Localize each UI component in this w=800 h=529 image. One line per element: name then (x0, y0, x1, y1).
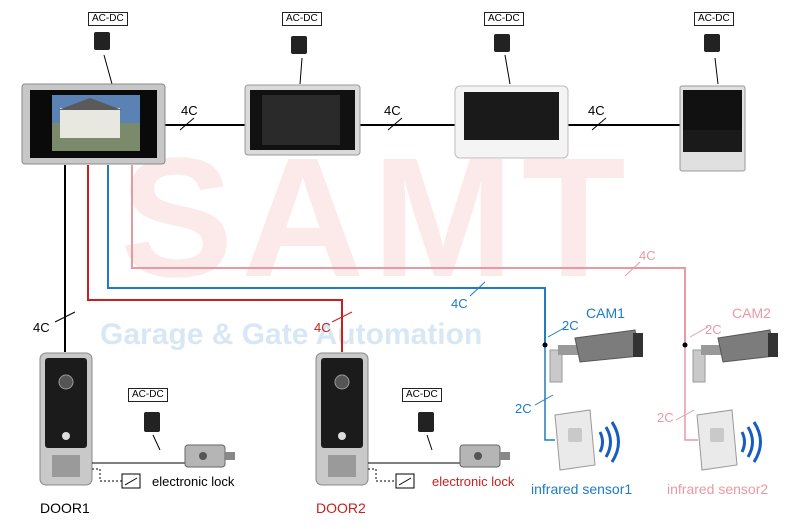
acdc-label: AC-DC (128, 388, 168, 402)
sensor2-wire (684, 345, 698, 441)
acdc-label: AC-DC (402, 388, 442, 402)
door1-label: DOOR1 (40, 500, 90, 516)
power-adapter-icon (291, 36, 307, 85)
wireless-signal-icon (598, 421, 620, 463)
sensor1-wire (544, 345, 555, 441)
monitor-2 (244, 84, 361, 156)
lock1-icon (184, 444, 235, 468)
cam1-icon (549, 329, 643, 383)
door2-wire (87, 165, 343, 352)
power-adapter-icon (144, 412, 161, 451)
acdc-label: AC-DC (88, 12, 128, 26)
door2-station (315, 352, 369, 486)
wire-label: 2C (515, 401, 532, 416)
sensor2-label: infrared sensor2 (667, 481, 769, 497)
lock2-icon (459, 444, 510, 468)
cam2-wire (131, 165, 686, 345)
monitor-3 (454, 85, 569, 159)
wire-label: 2C (705, 322, 722, 337)
wire-label: 4C (384, 103, 401, 118)
cam2-icon (692, 329, 778, 383)
cam1-wire (107, 165, 546, 345)
lock1-label: electronic lock (152, 474, 235, 489)
master-monitor (21, 83, 166, 165)
wire-label: 4C (181, 103, 198, 118)
cam1-label: CAM1 (586, 305, 625, 321)
sensor1-label: infrared sensor1 (531, 481, 633, 497)
power-adapter-icon (704, 34, 720, 85)
lock2-label: electronic lock (432, 474, 515, 489)
wire-label: 2C (657, 410, 674, 425)
sensor1-icon (554, 409, 596, 471)
wireless-signal-icon (740, 421, 762, 463)
monitor-4 (679, 85, 746, 172)
acdc-label: AC-DC (282, 12, 322, 26)
wire-label: 4C (314, 320, 331, 335)
power-adapter-icon (494, 34, 511, 85)
acdc-label: AC-DC (484, 12, 524, 26)
sensor2-icon (696, 409, 738, 471)
power-adapter-icon (418, 412, 434, 451)
acdc-label: AC-DC (694, 12, 734, 26)
wire-label: 4C (33, 320, 50, 335)
wire-label: 4C (451, 296, 468, 311)
cam2-label: CAM2 (732, 305, 771, 321)
wire-label: 4C (588, 103, 605, 118)
power-adapter-icon (94, 32, 113, 85)
watermark-tagline: Garage & Gate Automation (100, 318, 483, 351)
door1-station (39, 352, 93, 486)
door2-label: DOOR2 (316, 500, 366, 516)
wire-label: 4C (639, 248, 656, 263)
wire-label: 2C (562, 318, 579, 333)
